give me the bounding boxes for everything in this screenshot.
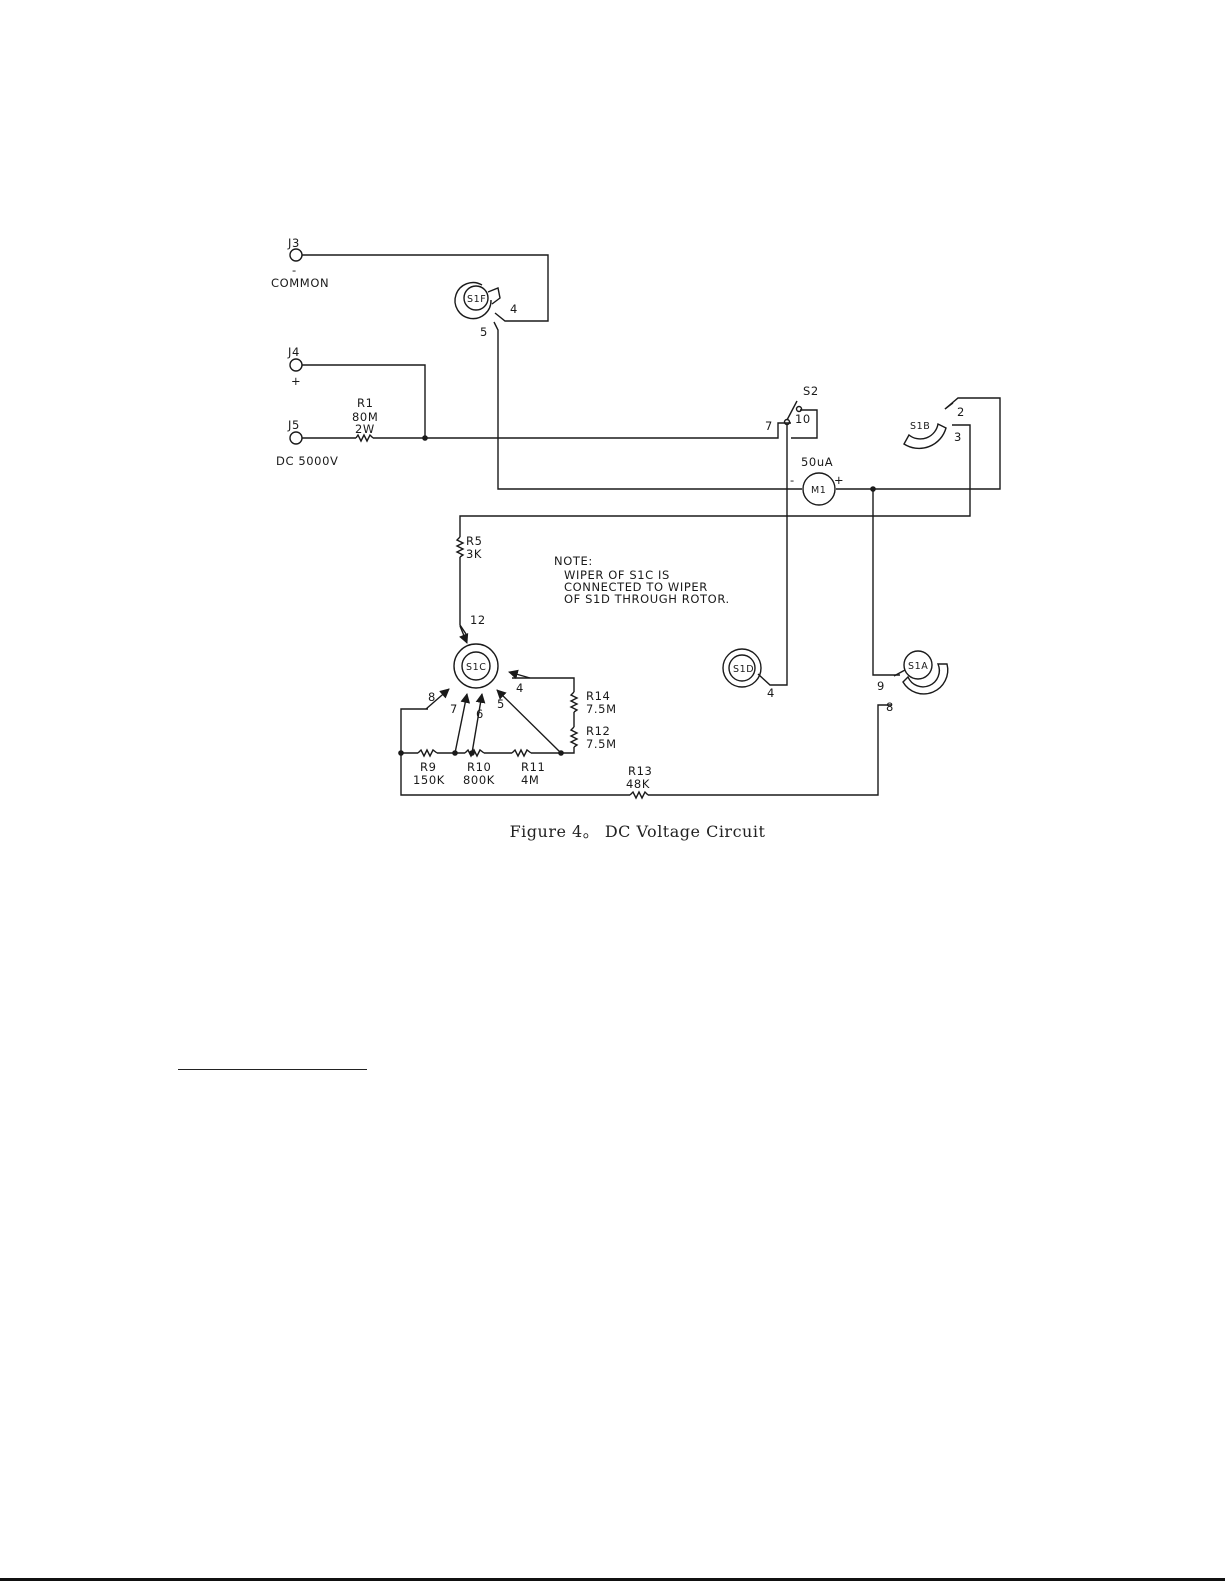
j3-polarity: - <box>292 263 297 277</box>
figure-caption: Figure 4。 DC Voltage Circuit <box>0 818 1225 842</box>
wire-r1-s2 <box>373 423 791 438</box>
r14-value: 7.5M <box>586 702 617 716</box>
r14-zigzag <box>571 692 577 712</box>
r13-value: 48K <box>626 777 650 791</box>
s1c-label: S1C <box>466 662 487 673</box>
s1a-pin-8: 8 <box>886 700 894 714</box>
meter-plus: + <box>834 473 844 487</box>
r12-value: 7.5M <box>586 737 617 751</box>
j3-name: COMMON <box>271 276 329 290</box>
note-heading: NOTE: <box>554 554 593 568</box>
wire-s1f-meter <box>494 322 802 489</box>
r1-rating: 2W <box>355 422 375 436</box>
jack-j3-icon <box>290 249 302 261</box>
wire-meter-s1a <box>873 489 900 675</box>
wire-s1c-pin8 <box>401 709 428 753</box>
j5-label: J5 <box>287 418 300 432</box>
s1c-pin-4: 4 <box>516 681 524 695</box>
wire-meter-s1b <box>836 398 1000 489</box>
s1b-pin-2: 2 <box>957 405 965 419</box>
r14-label: R14 <box>586 689 610 703</box>
s2-pin-10: 10 <box>795 412 811 426</box>
s1c-pin-8: 8 <box>428 690 436 704</box>
r9-value: 150K <box>413 773 445 787</box>
meter-minus: - <box>790 473 795 487</box>
r5-label: R5 <box>466 534 483 548</box>
s2-pin-7: 7 <box>765 419 773 433</box>
schematic-labels: J3 - COMMON J4 + J5 DC 5000V R1 80M 2W S… <box>271 236 965 791</box>
j4-label: J4 <box>287 345 300 359</box>
s1a-label: S1A <box>908 661 928 672</box>
s1f-label: S1F <box>467 294 486 305</box>
meter-rating: 50uA <box>801 455 833 469</box>
r10-value: 800K <box>463 773 495 787</box>
wire-s1b-r5 <box>460 425 970 537</box>
note-line-3: OF S1D THROUGH ROTOR. <box>564 592 730 606</box>
jack-j5-icon <box>290 432 302 444</box>
s1c-pin-12: 12 <box>470 613 486 627</box>
wire-s2-s1d <box>758 424 787 685</box>
r11-zigzag <box>512 750 531 756</box>
s1c-pin-6: 6 <box>476 707 484 721</box>
r1-label: R1 <box>357 396 374 410</box>
r13-label: R13 <box>628 764 652 778</box>
r9-label: R9 <box>420 760 437 774</box>
s1c-pin-5: 5 <box>497 697 505 711</box>
wiring <box>302 255 1000 795</box>
meter-label: M1 <box>811 485 826 496</box>
r11-value: 4M <box>521 773 539 787</box>
r5-zigzag <box>457 537 463 557</box>
r12-zigzag <box>571 727 577 747</box>
footnote-divider <box>178 1069 367 1070</box>
s1a-pin-9: 9 <box>877 679 885 693</box>
j3-label: J3 <box>287 236 300 250</box>
r11-label: R11 <box>521 760 545 774</box>
s1f-pin-4: 4 <box>510 302 518 316</box>
j4-polarity: + <box>291 374 301 388</box>
wafer-s1a-icon <box>894 651 948 694</box>
r13-zigzag <box>630 792 648 798</box>
wire-r5-s1c <box>460 557 466 634</box>
s1b-pin-3: 3 <box>954 430 962 444</box>
r5-value: 3K <box>466 547 482 561</box>
s1c-pin-7: 7 <box>450 702 458 716</box>
r9-zigzag <box>418 750 437 756</box>
s1b-label: S1B <box>910 421 930 432</box>
r10-label: R10 <box>467 760 491 774</box>
j5-name: DC 5000V <box>276 454 338 468</box>
s1d-pin-4: 4 <box>767 686 775 700</box>
s1d-label: S1D <box>733 664 754 675</box>
s1f-pin-5: 5 <box>480 325 488 339</box>
jack-j4-icon <box>290 359 302 371</box>
r12-label: R12 <box>586 724 610 738</box>
s1c-wiper-arrows <box>426 626 561 753</box>
s2-label: S2 <box>803 384 819 398</box>
page-bottom-border <box>0 1578 1225 1581</box>
